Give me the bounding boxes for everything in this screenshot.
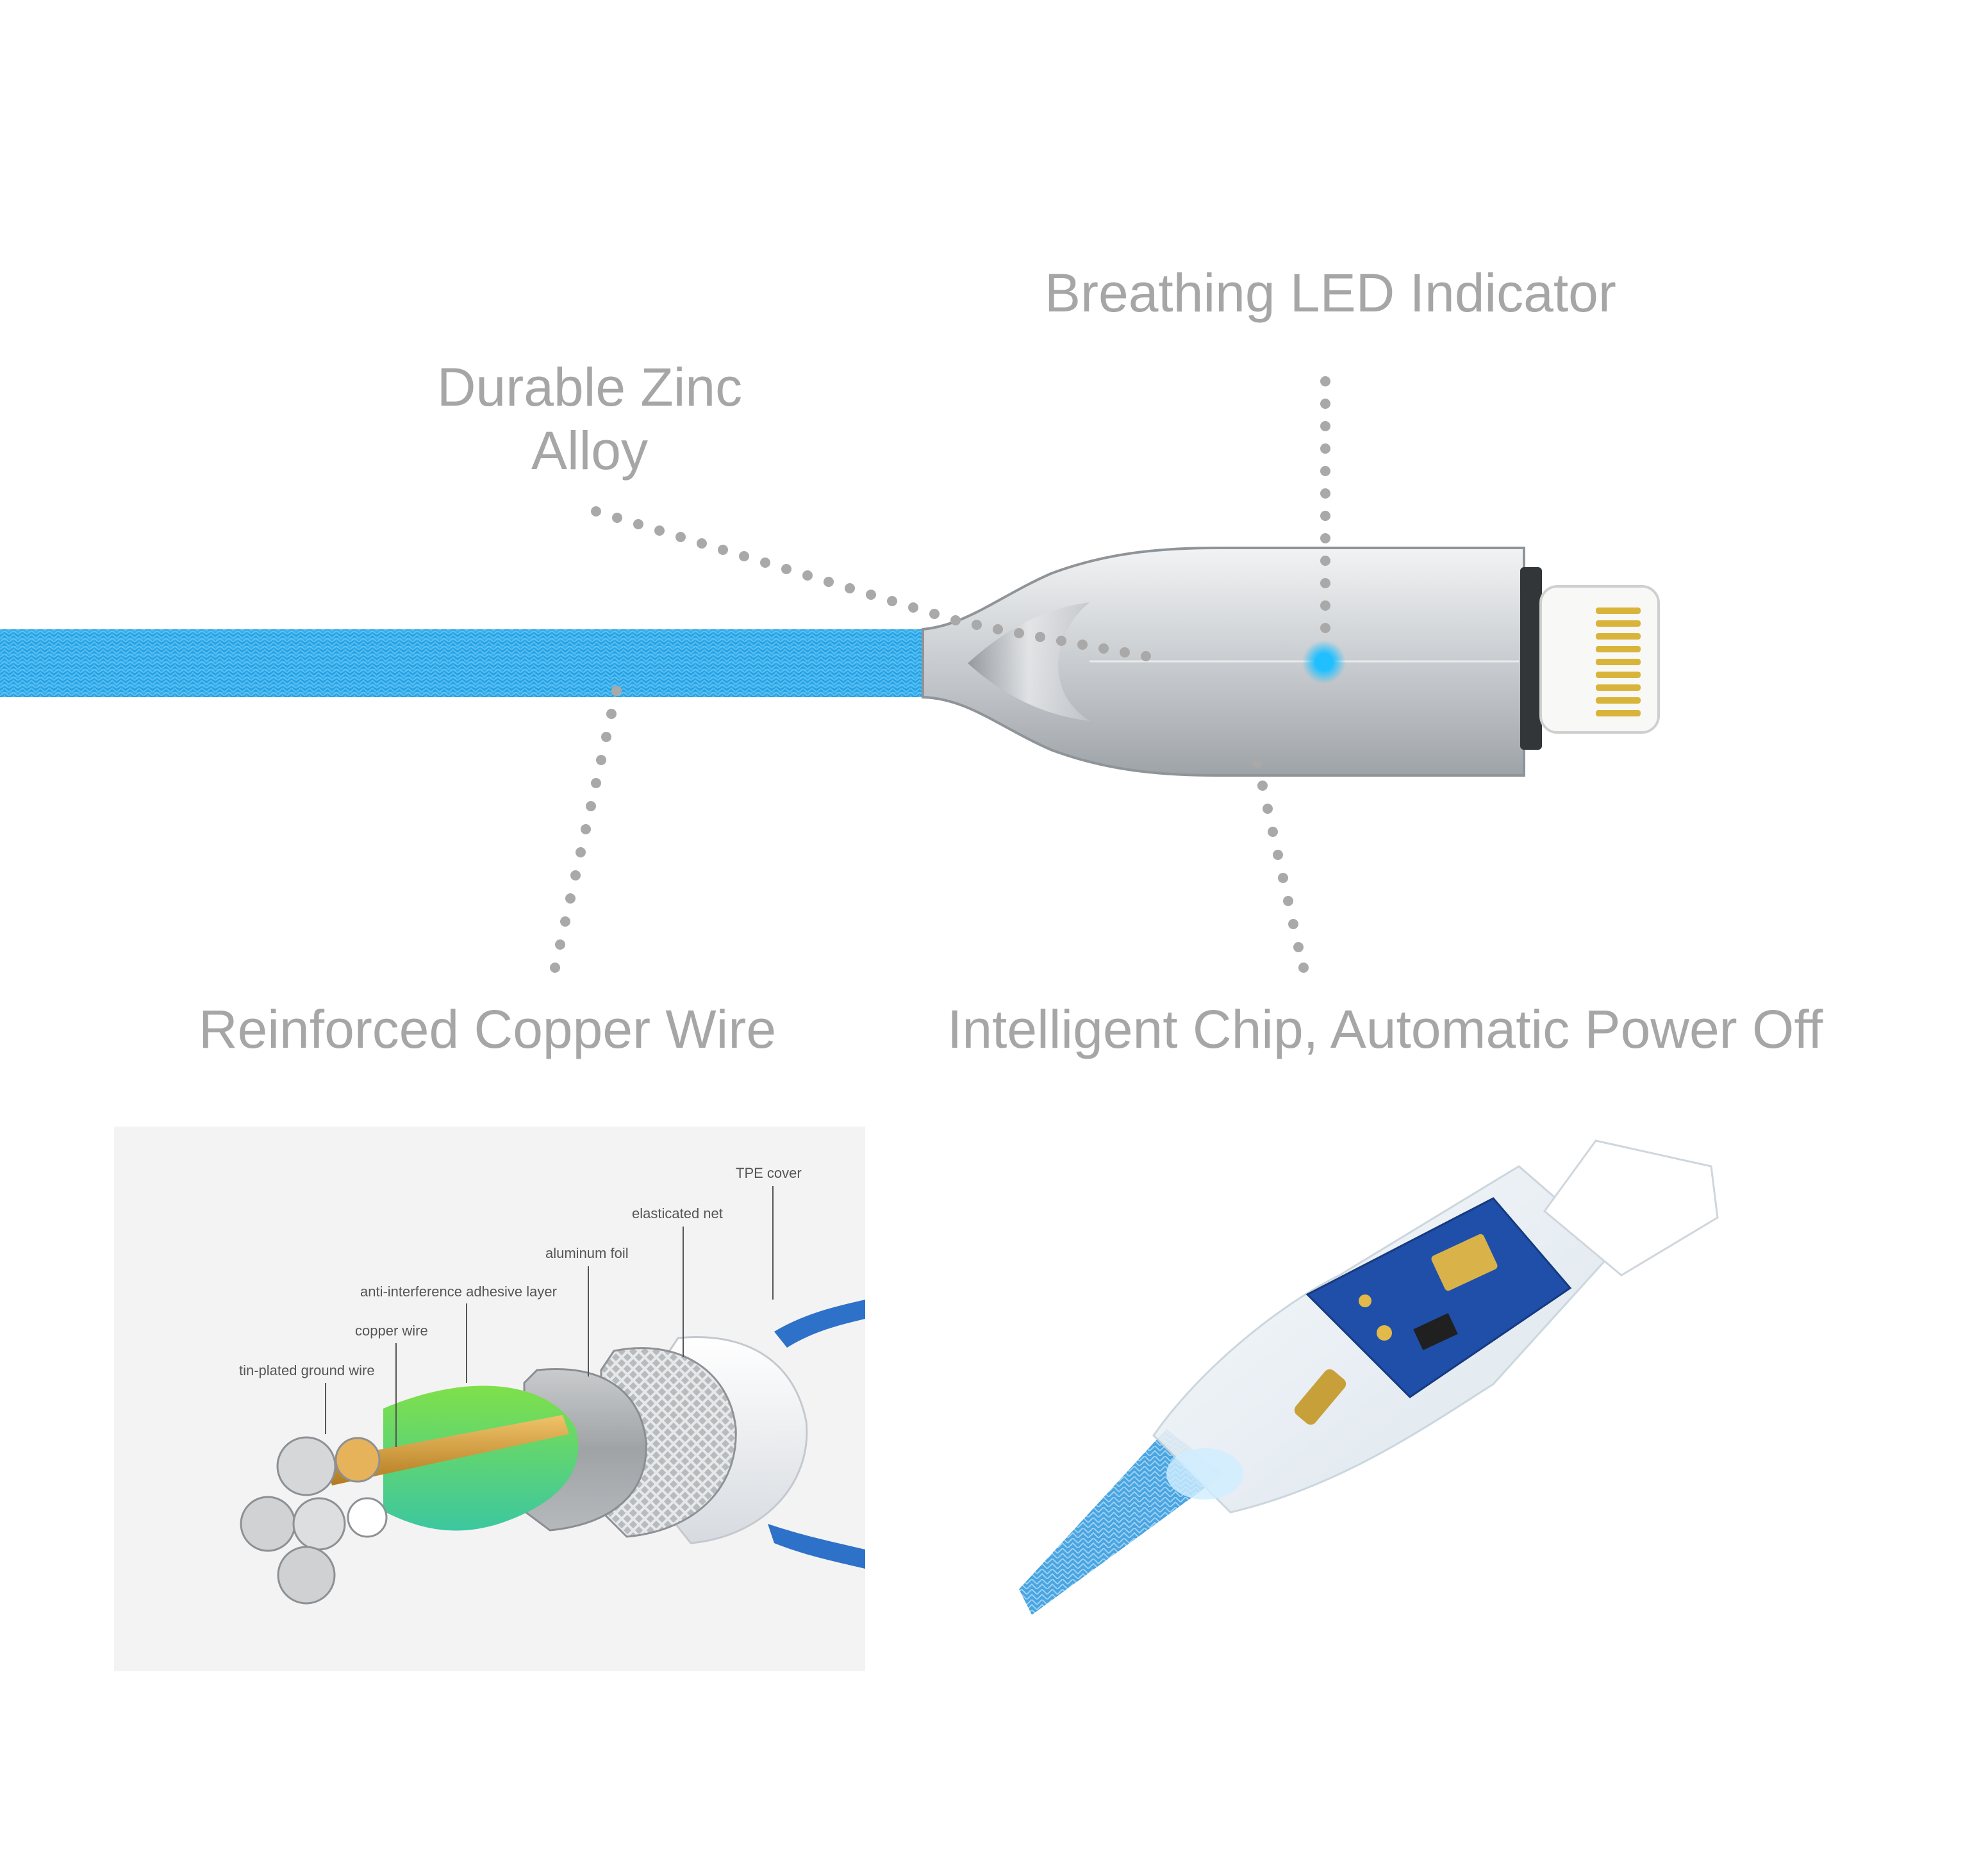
chip-crystal: [1431, 1234, 1498, 1291]
circuit-board: [1305, 1197, 1572, 1398]
connector-gasket: [1520, 567, 1542, 750]
cable-illustration: [0, 376, 1660, 952]
label-elasticated-net: elasticated net: [632, 1205, 723, 1221]
led-indicator: [1315, 653, 1333, 671]
cross-section-panel: TPE cover elasticated net aluminum foil …: [114, 1127, 865, 1671]
label-aluminum-foil: aluminum foil: [545, 1245, 629, 1261]
render-plug: [1543, 1139, 1719, 1277]
callout-zinc-line1: Durable Zinc: [436, 357, 743, 417]
chip-ic: [1413, 1313, 1458, 1350]
label-adhesive-layer: anti-interference adhesive layer: [360, 1284, 557, 1300]
plug-contacts: [1596, 608, 1641, 716]
braided-cable: [0, 629, 948, 697]
cross-section-diagram: TPE cover elasticated net aluminum foil …: [239, 1165, 865, 1605]
copper-leader: [555, 686, 622, 950]
label-ground-wire: tin-plated ground wire: [239, 1362, 375, 1378]
chip-leader: [1252, 757, 1304, 952]
gold-ring: [1294, 1369, 1346, 1425]
cross-section-leaders: [325, 1186, 774, 1447]
callout-zinc-line2: Alloy: [531, 420, 649, 481]
callout-leaders: [555, 376, 1330, 952]
callout-copper: Reinforced Copper Wire: [199, 999, 777, 1059]
leader-tails: [550, 963, 1309, 973]
zinc-leader: [591, 506, 1151, 661]
label-tpe-cover: TPE cover: [736, 1165, 802, 1181]
callout-chip: Intelligent Chip, Automatic Power Off: [947, 999, 1823, 1059]
transparent-connector-render: [1019, 1139, 1719, 1615]
wire-strands: [240, 1436, 388, 1605]
callout-led: Breathing LED Indicator: [1045, 263, 1616, 323]
callout-zinc: Durable Zinc Alloy: [423, 356, 756, 483]
led-leader: [1320, 376, 1330, 633]
label-copper-wire: copper wire: [355, 1323, 428, 1339]
braid-strands: [768, 1300, 865, 1569]
copper-conductor: [326, 1415, 569, 1485]
transparent-connector-panel: [1006, 1128, 1737, 1628]
